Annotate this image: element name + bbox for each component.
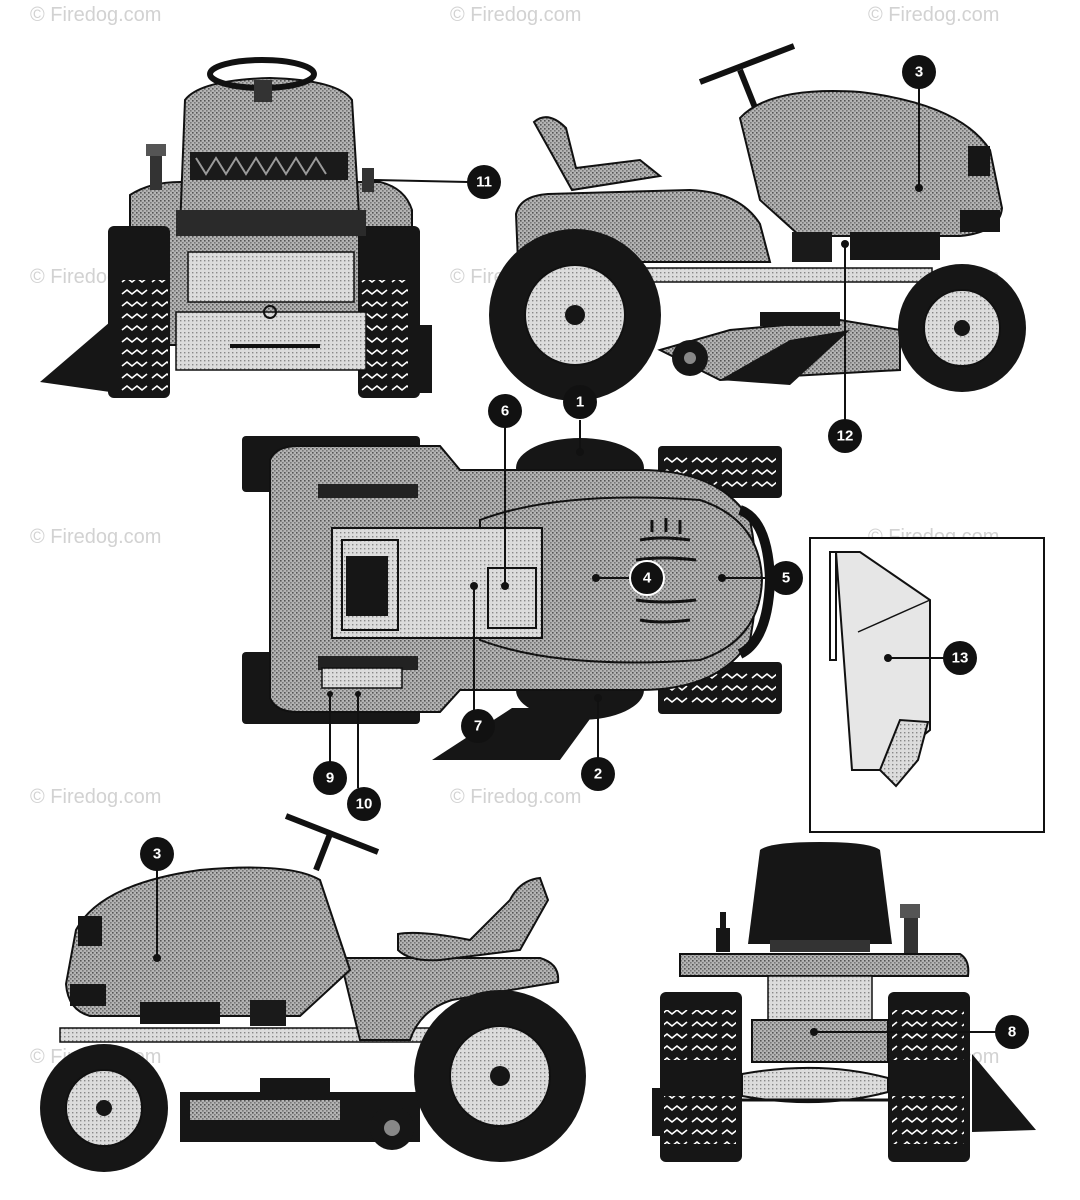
watermark: © Firedog.com <box>868 4 1000 26</box>
callout-4: 4 <box>629 560 665 596</box>
svg-text:12: 12 <box>837 428 854 445</box>
watermark: © Firedog.com <box>30 526 162 548</box>
callout-13: 13 <box>943 641 977 675</box>
watermark: © Firedog.com <box>30 786 162 808</box>
callout-3-bottom: 3 <box>140 837 174 871</box>
svg-text:11: 11 <box>476 174 492 191</box>
svg-text:4: 4 <box>643 570 652 587</box>
svg-text:8: 8 <box>1008 1024 1016 1041</box>
svg-text:9: 9 <box>326 770 334 787</box>
callout-12: 12 <box>828 419 862 453</box>
front-view <box>40 57 469 398</box>
callout-7: 7 <box>461 709 495 743</box>
callout-8: 8 <box>995 1015 1029 1049</box>
top-view <box>242 420 782 788</box>
watermark: © Firedog.com <box>30 4 162 26</box>
callout-10: 10 <box>347 787 381 821</box>
callout-3-top: 3 <box>902 55 936 89</box>
svg-text:7: 7 <box>474 718 482 735</box>
watermark: © Firedog.com <box>450 786 582 808</box>
callout-1: 1 <box>563 385 597 419</box>
grass-bag-inset <box>809 537 1045 833</box>
rear-view <box>652 842 1036 1162</box>
callout-11: 11 <box>467 165 501 199</box>
svg-text:13: 13 <box>952 650 969 667</box>
svg-text:2: 2 <box>594 766 602 783</box>
svg-text:10: 10 <box>356 796 373 813</box>
callout-5: 5 <box>769 561 803 595</box>
svg-text:3: 3 <box>915 64 923 81</box>
watermark: © Firedog.com <box>450 4 582 26</box>
svg-text:3: 3 <box>153 846 161 863</box>
callout-9: 9 <box>313 761 347 795</box>
callout-6: 6 <box>488 394 522 428</box>
callout-2: 2 <box>581 757 615 791</box>
svg-text:6: 6 <box>501 403 509 420</box>
side-view-left <box>40 813 586 1172</box>
svg-text:1: 1 <box>576 394 584 411</box>
svg-text:5: 5 <box>782 570 790 587</box>
side-view-right <box>489 43 1026 420</box>
